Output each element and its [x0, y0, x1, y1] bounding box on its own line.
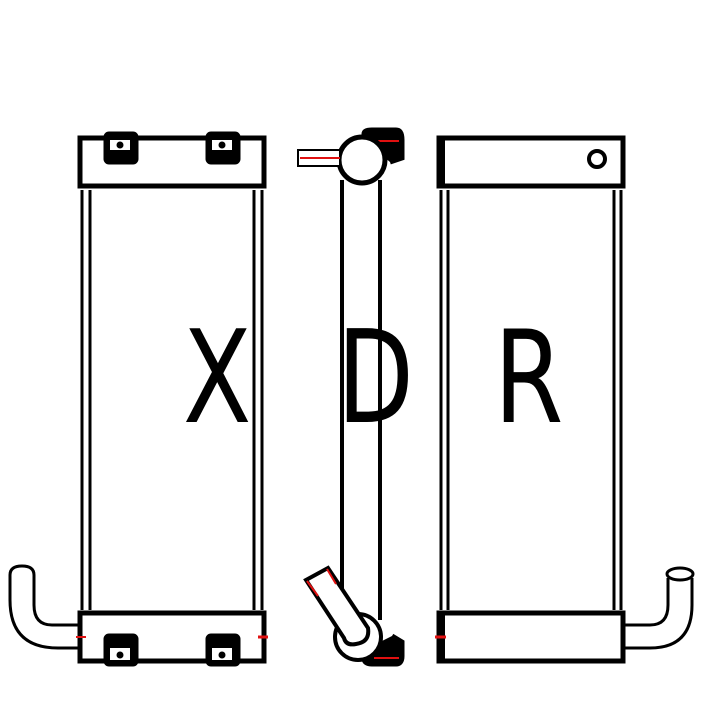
- front-view: [8, 131, 268, 667]
- view-label-d: D: [337, 304, 414, 453]
- side-view: [297, 127, 405, 667]
- back-view: [435, 135, 695, 664]
- view-label-r: R: [494, 304, 564, 453]
- view-label-x: X: [183, 304, 252, 453]
